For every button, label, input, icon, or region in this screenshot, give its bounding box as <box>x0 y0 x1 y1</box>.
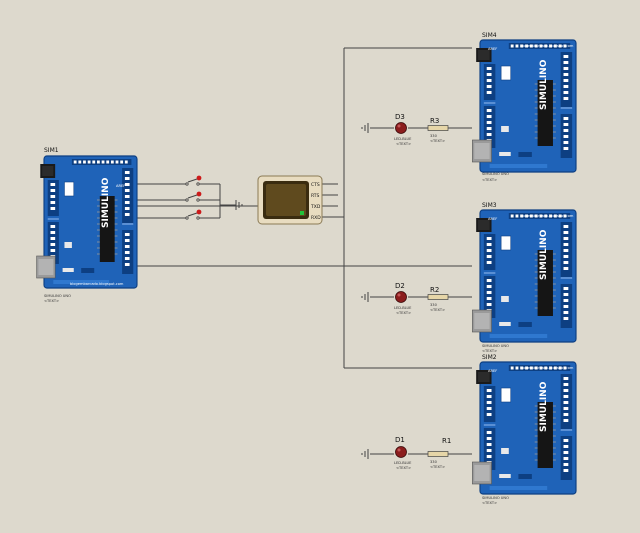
virtual-terminal[interactable]: CTS RTS TXD RXD <box>257 175 323 225</box>
ground-symbols <box>235 123 369 459</box>
terminal-pin-rxd: RXD <box>311 215 321 221</box>
board-url-sim3: blogembarcado.blogspot.com <box>520 214 574 218</box>
terminal-pin-rts: RTS <box>311 193 320 199</box>
resistor-text-r1: <TEXT> <box>430 465 445 469</box>
pushbutton-switches[interactable] <box>179 175 207 220</box>
board-sim2[interactable]: SIM2 SIMULINO blogembarcado.blogspot.com… <box>471 354 577 505</box>
led-ref-d2: D2 <box>395 282 405 290</box>
resistor-value-r2: 330 <box>430 303 438 307</box>
led-text-d2: <TEXT> <box>396 311 411 315</box>
board-brand-sim3: SIMULINO <box>539 229 549 280</box>
led-d2[interactable]: D2 LED-BLUE <TEXT> <box>394 282 412 315</box>
resistor-r1[interactable]: R1 330 <TEXT> <box>427 437 451 469</box>
board-brand-sim2: SIMULINO <box>539 381 549 432</box>
board-url-sim4: blogembarcado.blogspot.com <box>520 44 574 48</box>
led-part-d1: LED-BLUE <box>394 461 412 465</box>
terminal-status-led <box>300 211 304 215</box>
resistor-r3[interactable]: R3 330 <TEXT> <box>427 117 449 143</box>
board-text-sim1: <TEXT> <box>44 299 59 303</box>
resistor-ref-r1: R1 <box>442 437 451 445</box>
resistor-ref-r3: R3 <box>430 117 439 125</box>
board-brand-sim4: SIMULINO <box>539 59 549 110</box>
board-aref-sim3: AREF <box>488 217 497 221</box>
board-caption-sim4: SIMULINO UNO <box>482 172 509 176</box>
switch-1[interactable] <box>179 175 207 186</box>
resistor-text-r2: <TEXT> <box>430 308 445 312</box>
board-caption-sim3: SIMULINO UNO <box>482 344 509 348</box>
board-ref-sim3: SIM3 <box>482 202 497 209</box>
board-text-sim3: <TEXT> <box>482 349 497 353</box>
board-brand-sim1: SIMULINO <box>101 177 111 228</box>
board-ref-sim4: SIM4 <box>482 32 497 39</box>
wires <box>135 47 472 455</box>
switch-3[interactable] <box>179 209 207 220</box>
led-d1[interactable]: D1 LED-BLUE <TEXT> <box>394 436 412 470</box>
board-text-sim2: <TEXT> <box>482 501 497 505</box>
board-sim1[interactable]: SIM1 SIMULINO blogembarcado.blogspot.com… <box>35 147 138 303</box>
resistor-text-r3: <TEXT> <box>430 139 445 143</box>
board-caption-sim1: SIMULINO UNO <box>44 294 71 298</box>
board-text-sim4: <TEXT> <box>482 178 497 182</box>
resistor-r2[interactable]: R2 330 <TEXT> <box>427 286 449 312</box>
board-sim4[interactable]: SIM4 SIMULINO blogembarcado.blogspot.com… <box>471 32 577 182</box>
resistor-value-r1: 330 <box>430 460 438 464</box>
led-ref-d3: D3 <box>395 113 405 121</box>
switch-2[interactable] <box>179 191 207 202</box>
board-aref-sim2: AREF <box>488 369 497 373</box>
board-caption-sim2: SIMULINO UNO <box>482 496 509 500</box>
led-part-d2: LED-BLUE <box>394 306 412 310</box>
led-text-d3: <TEXT> <box>396 142 411 146</box>
board-url-sim2: blogembarcado.blogspot.com <box>520 366 574 370</box>
led-text-d1: <TEXT> <box>396 466 411 470</box>
led-part-d3: LED-BLUE <box>394 137 412 141</box>
resistor-ref-r2: R2 <box>430 286 439 294</box>
board-url-sim1: blogembarcado.blogspot.com <box>70 282 124 286</box>
board-aref-sim1: AREF <box>116 184 125 188</box>
terminal-pin-cts: CTS <box>311 182 320 188</box>
board-ref-sim2: SIM2 <box>482 354 497 361</box>
led-ref-d1: D1 <box>395 436 405 444</box>
board-sim3[interactable]: SIM3 SIMULINO blogembarcado.blogspot.com… <box>471 202 577 353</box>
resistor-value-r3: 330 <box>430 134 438 138</box>
board-aref-sim4: AREF <box>488 47 497 51</box>
terminal-pin-txd: TXD <box>310 204 321 210</box>
led-d3[interactable]: D3 LED-BLUE <TEXT> <box>394 113 412 146</box>
board-ref-sim1: SIM1 <box>44 147 59 154</box>
